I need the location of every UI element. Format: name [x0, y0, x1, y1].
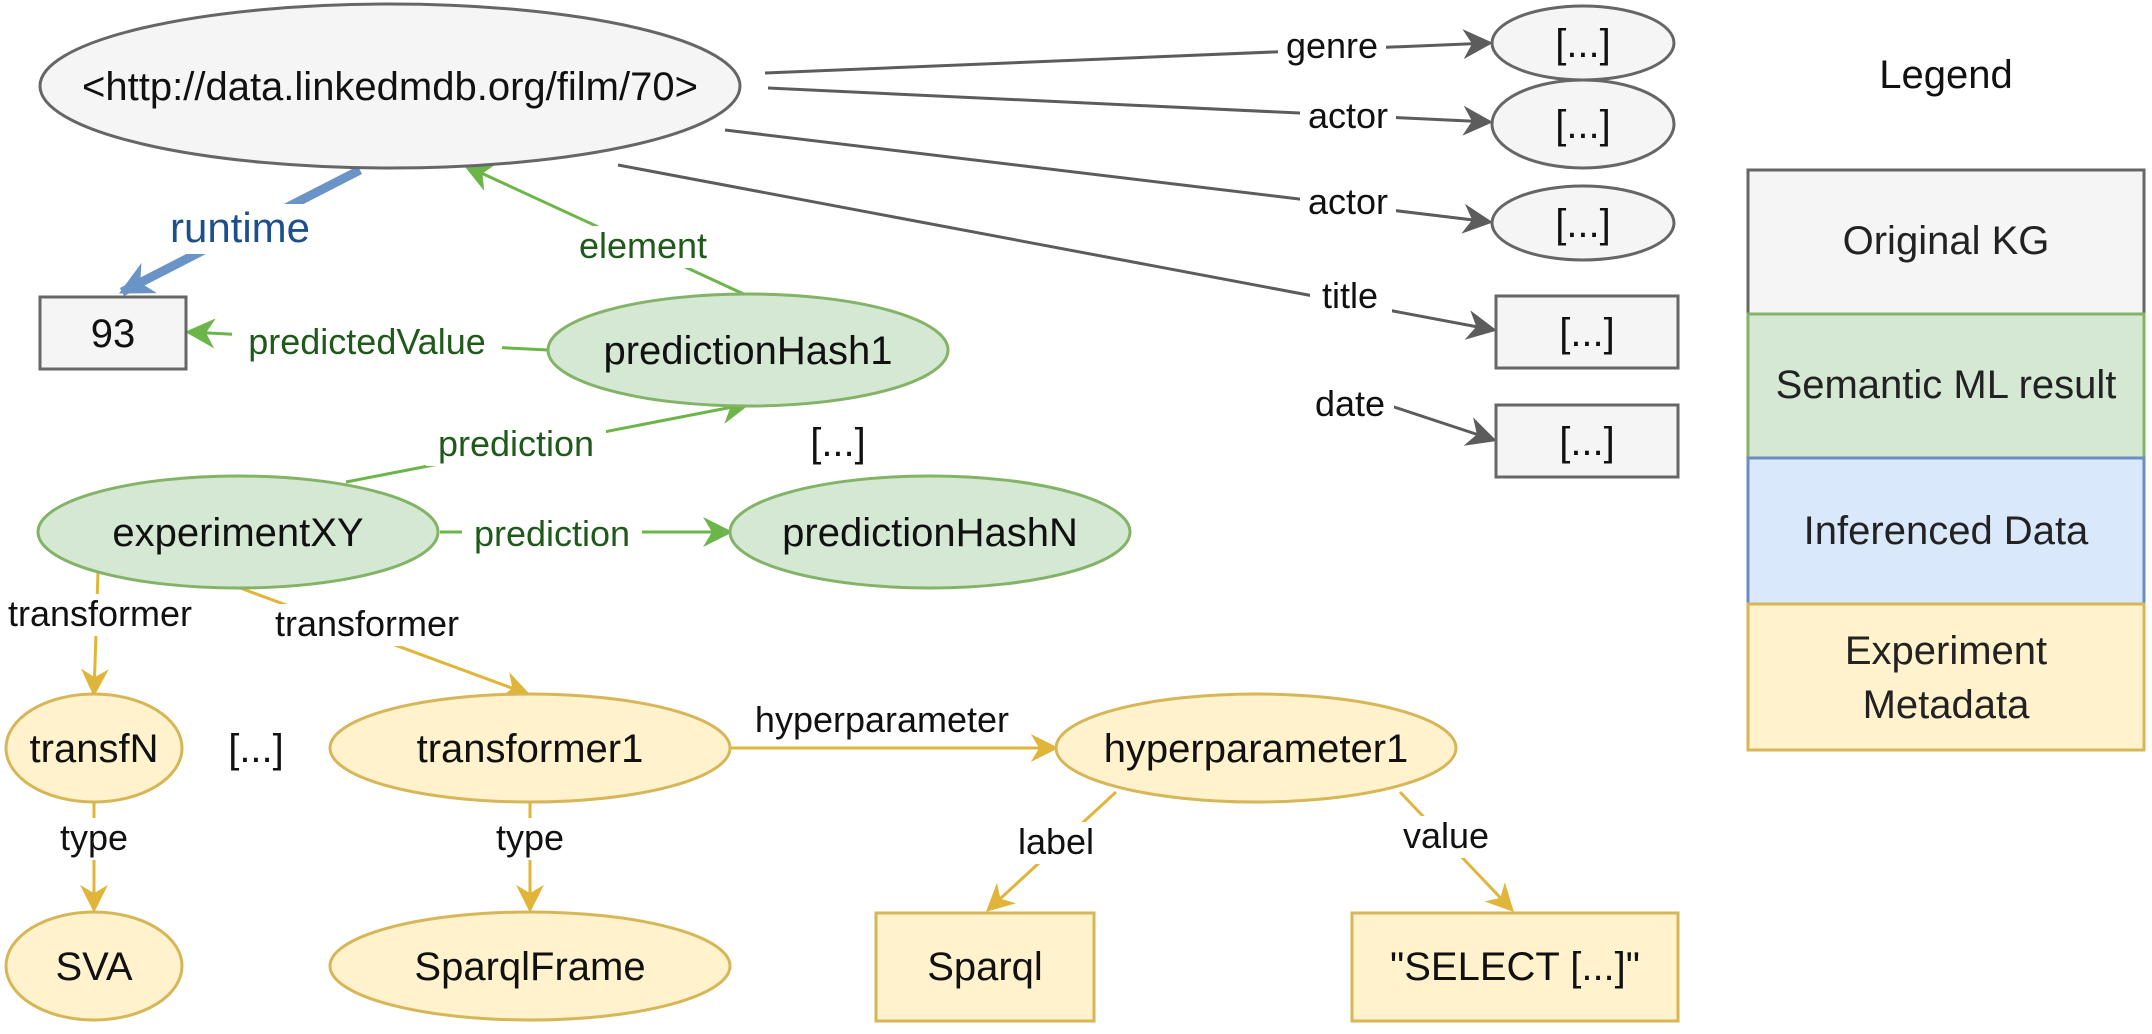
node-film-label: <http://data.linkedmdb.org/film/70>	[82, 65, 698, 109]
node-date-value: [...]	[1494, 403, 1680, 479]
edge-label-genre: genre	[1278, 24, 1386, 66]
node-title-value-label: [...]	[1559, 311, 1615, 355]
node-film: <http://data.linkedmdb.org/film/70>	[38, 2, 742, 170]
legend-item-inferenced-data: Inferenced Data	[1746, 456, 2146, 606]
edge-label-transformer-right: transformer	[264, 603, 470, 646]
node-transfn-label: transfN	[30, 727, 159, 771]
legend-item-semantic-ml-label: Semantic ML result	[1776, 363, 2117, 407]
legend: Legend Original KG Semantic ML result In…	[1746, 53, 2146, 752]
node-select: "SELECT [...]"	[1350, 911, 1680, 1023]
node-predictionhash1: predictionHash1	[546, 292, 950, 408]
node-actor1-value-label: [...]	[1555, 103, 1611, 147]
node-predictionhash1-label: predictionHash1	[603, 329, 892, 373]
node-predictionhashn: predictionHashN	[728, 474, 1132, 590]
edge-label-runtime: runtime	[156, 204, 324, 254]
edge-label-transformer-left: transformer	[0, 593, 200, 636]
edge-label-predictionN: prediction	[462, 513, 642, 556]
edge-title-label: title	[1322, 275, 1378, 316]
node-predictionhashn-label: predictionHashN	[782, 511, 1078, 555]
edge-type-left-label: type	[60, 817, 128, 858]
edge-genre-label: genre	[1286, 25, 1378, 66]
edge-label-type-left: type	[54, 817, 134, 860]
edge-type-right-label: type	[496, 817, 564, 858]
node-sparql-label: Sparql	[927, 945, 1043, 989]
edge-label-label: label	[1008, 821, 1104, 864]
node-sva: SVA	[4, 910, 184, 1022]
legend-title: Legend	[1879, 53, 2012, 97]
edge-label-label-text: label	[1018, 821, 1094, 862]
legend-item-experiment-metadata-label-2: Metadata	[1863, 683, 2031, 727]
node-select-label: "SELECT [...]"	[1390, 945, 1640, 989]
node-experimentxy: experimentXY	[36, 474, 440, 590]
more-predictions-ellipsis: [...]	[810, 421, 866, 465]
edge-label-type-right: type	[490, 817, 570, 860]
node-runtime-value-label: 93	[91, 312, 136, 356]
edge-label-predictedvalue: predictedValue	[232, 321, 502, 364]
edge-runtime-label: runtime	[170, 204, 310, 251]
node-actor1-value: [...]	[1490, 78, 1676, 170]
edge-value-label: value	[1403, 815, 1489, 856]
node-sparql: Sparql	[874, 911, 1096, 1023]
edge-label-actor1: actor	[1300, 95, 1396, 138]
node-sparqlframe-label: SparqlFrame	[414, 945, 645, 989]
edge-predictionN-label: prediction	[474, 513, 630, 554]
node-actor2-value: [...]	[1490, 184, 1676, 262]
node-hyperparameter1: hyperparameter1	[1054, 692, 1458, 804]
node-sva-label: SVA	[55, 945, 132, 989]
node-transformer1: transformer1	[328, 692, 732, 804]
legend-item-inferenced-data-label: Inferenced Data	[1804, 509, 2089, 553]
legend-item-experiment-metadata-label-1: Experiment	[1845, 629, 2047, 673]
node-runtime-value: 93	[38, 295, 188, 371]
edge-transformer-left-label: transformer	[8, 593, 192, 634]
edge-label-hyperparameter: hyperparameter	[740, 699, 1024, 742]
node-genre-value: [...]	[1490, 4, 1676, 82]
legend-item-experiment-metadata: Experiment Metadata	[1746, 602, 2146, 752]
node-sparqlframe: SparqlFrame	[328, 910, 732, 1022]
edge-label-element: element	[568, 225, 718, 268]
edge-label-prediction1: prediction	[426, 423, 606, 466]
legend-item-original-kg-label: Original KG	[1843, 219, 2050, 263]
node-date-value-label: [...]	[1559, 420, 1615, 464]
edge-prediction1-label: prediction	[438, 423, 594, 464]
edge-label-actor2: actor	[1300, 181, 1396, 224]
edge-label-date: date	[1308, 383, 1394, 426]
edge-predictedvalue-label: predictedValue	[248, 321, 486, 362]
edge-actor2-label: actor	[1308, 181, 1388, 222]
node-transformer1-label: transformer1	[417, 727, 644, 771]
edge-label-value: value	[1394, 815, 1498, 858]
edge-date-line	[1387, 403, 1497, 446]
node-title-value: [...]	[1494, 294, 1680, 370]
node-transfn: transfN	[4, 692, 184, 804]
node-hyperparameter1-label: hyperparameter1	[1104, 727, 1409, 771]
node-actor2-value-label: [...]	[1555, 202, 1611, 246]
edge-actor1-label: actor	[1308, 95, 1388, 136]
edge-element-label: element	[579, 225, 707, 266]
more-transformers-ellipsis: [...]	[228, 727, 284, 771]
legend-item-semantic-ml: Semantic ML result	[1746, 312, 2146, 460]
node-genre-value-label: [...]	[1555, 22, 1611, 66]
legend-item-original-kg: Original KG	[1746, 168, 2146, 316]
edge-label-title: title	[1310, 275, 1392, 318]
edge-transformer-right-label: transformer	[275, 603, 459, 644]
node-experimentxy-label: experimentXY	[112, 511, 363, 555]
edge-hyperparameter-label: hyperparameter	[755, 699, 1009, 740]
edge-date-label: date	[1315, 383, 1385, 424]
